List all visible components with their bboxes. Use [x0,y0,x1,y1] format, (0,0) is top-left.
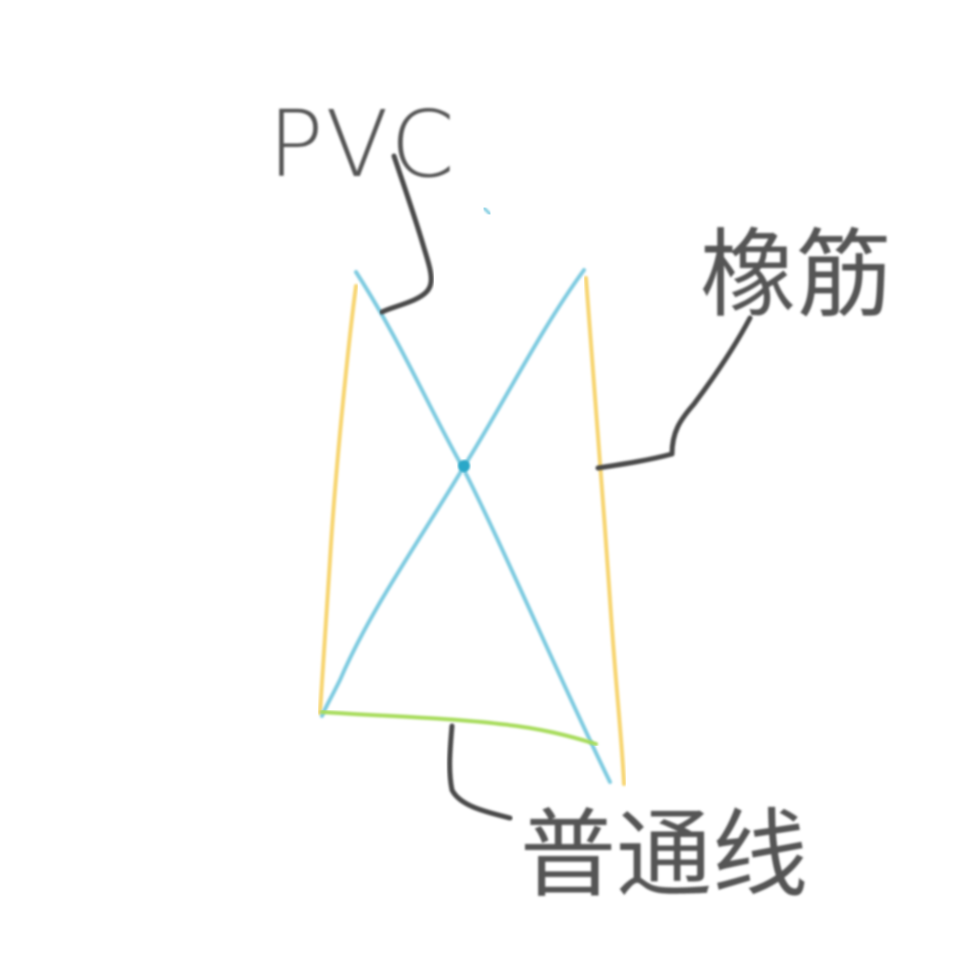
ordinary-line-leader-line [447,723,513,821]
rubber-band-right-side [584,276,626,786]
ordinary-line [320,710,598,746]
center-joint-dot [458,460,470,472]
ordinary-line-label: 普通线 [520,799,808,911]
rubber-band-left-side [318,284,358,715]
pvc-rod-diagonal-1 [354,270,612,784]
pvc-rod-diagonal-2 [320,268,586,718]
rubber-band-leader-line [595,315,753,471]
stray-mark [482,206,492,216]
rubber-band-label: 橡筋 [700,219,892,331]
pvc-leader-line [379,153,434,315]
pvc-label: PVC [268,91,457,198]
